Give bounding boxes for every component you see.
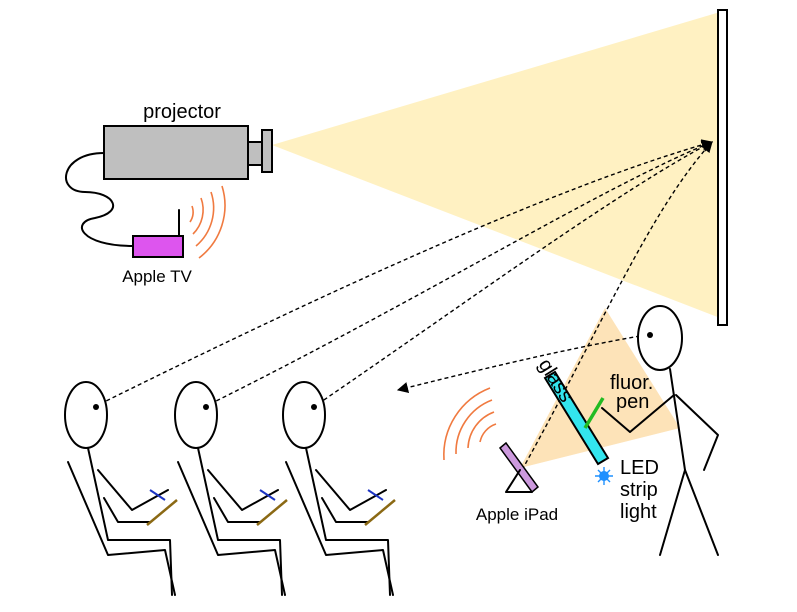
apple-ipad-label: Apple iPad [476,505,558,524]
presenter-arm-back [675,394,719,471]
ipad-screen [498,441,540,494]
presenter-arm-front [601,394,675,433]
sight-line-student-3 [317,141,713,405]
presenter-light-cone [520,308,680,468]
wireless-waves-icon [443,387,497,461]
led-label-line-1: LED [620,457,659,479]
sight-line-presenter [396,335,641,393]
fluor-pen-label-line-1: fluor. [610,372,653,394]
student-3-forearm [321,497,369,523]
student-3-blue-pen [367,489,384,501]
presenter-eye [647,332,653,338]
student-2 [174,381,288,596]
student-1-arm [97,469,169,511]
student-1-blue-pen [149,489,166,501]
sight-line-student-1 [99,139,714,405]
fluorescent-pen [583,397,605,429]
led-label-line-3: light [620,501,657,523]
projector-body [103,125,249,180]
student-2-arm [207,469,279,511]
wireless-waves-icon [189,185,226,259]
glass-pane [543,370,610,466]
student-3-pen [364,499,396,526]
student-3-head [282,381,326,449]
apple-tv-box [132,235,184,258]
student-2-forearm [213,497,261,523]
student-3-eye [311,404,317,410]
ipad-stand [505,469,533,493]
student-1-eye [93,404,99,410]
projection-screen [717,9,728,326]
student-3-chair [285,461,394,596]
apple-tv-label: Apple TV [122,267,192,286]
sight-line-student-2 [209,140,714,405]
student-3 [282,381,396,596]
projector-label: projector [143,101,221,123]
student-2-pen [256,499,288,526]
student-1-chair [67,461,176,596]
presenter: fluor. pen [583,305,719,556]
student-1-pen [146,499,178,526]
student-1-body [87,447,173,596]
presenter-head [637,305,683,371]
student-1-forearm [103,497,151,523]
student-1-head [64,381,108,449]
student-2-eye [203,404,209,410]
projector-lens [261,129,273,173]
hdmi-cable [65,152,134,247]
student-1 [64,381,178,596]
student-2-chair [177,461,286,596]
projector-lens-base [247,141,263,166]
student-3-body [305,447,391,596]
presenter-torso [669,368,686,471]
apple-ipad: Apple iPad [476,441,558,524]
led-light-icon [595,467,613,485]
apple-tv: Apple TV [122,185,226,286]
fluor-pen-label-line-2: pen [616,391,649,413]
student-2-head [174,381,218,449]
sight-lines [99,139,714,471]
projection-beam [272,12,720,318]
presenter-leg-right [684,469,719,556]
student-2-blue-pen [259,489,276,501]
presenter-leg-left [659,469,686,556]
student-3-arm [315,469,387,511]
projector: projector [103,101,273,180]
led-label-line-2: strip [620,479,658,501]
student-2-body [197,447,283,596]
